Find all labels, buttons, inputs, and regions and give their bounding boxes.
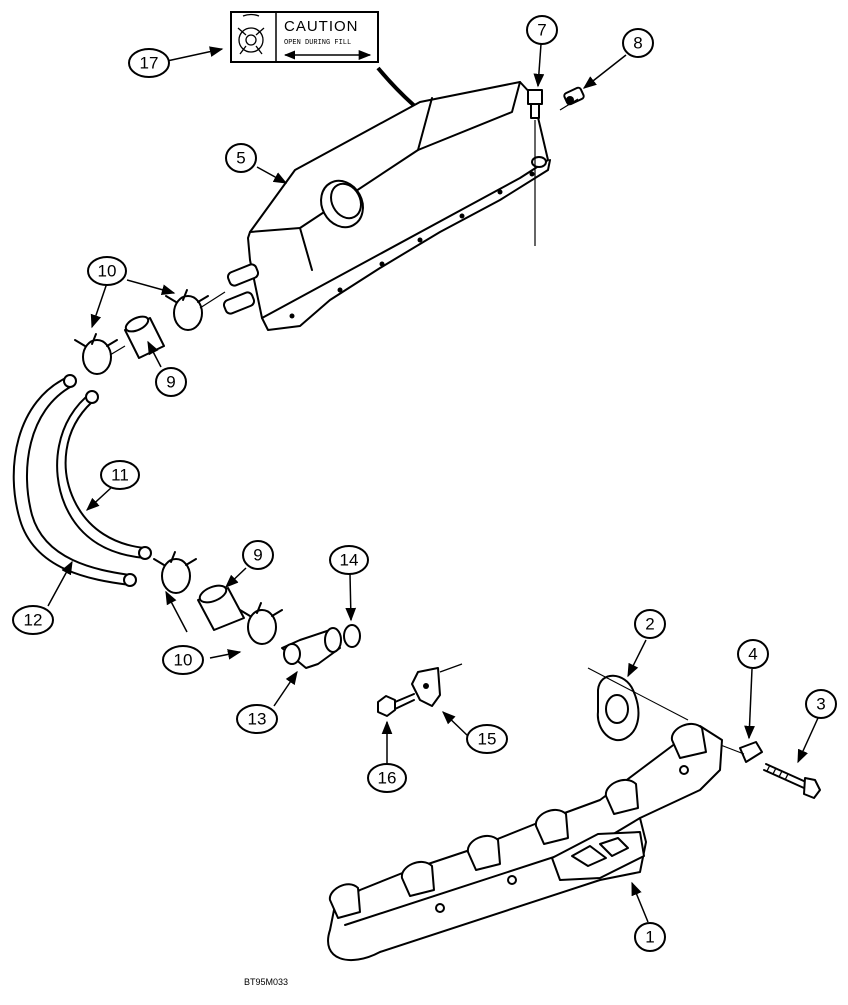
callout-8: 8: [622, 28, 654, 58]
callout-10-upper: 10: [87, 256, 127, 286]
callout-label: 15: [478, 730, 497, 749]
callout-9-upper: 9: [155, 367, 187, 397]
callout-label: 11: [111, 466, 129, 485]
callout-16: 16: [367, 763, 407, 793]
callout-label: 9: [166, 373, 175, 392]
radiator-cap-icon: [237, 13, 265, 55]
exhaust-manifold: [327, 722, 723, 961]
upper-clamps: [74, 289, 226, 375]
callout-14: 14: [329, 545, 369, 575]
callout-label: 9: [253, 546, 262, 565]
callout-label: 12: [24, 611, 43, 630]
callout-12: 12: [12, 605, 54, 635]
expansion-tank: [222, 81, 551, 331]
callout-label: 10: [174, 651, 193, 670]
callout-label: 4: [748, 645, 757, 664]
gasket-2: [587, 667, 689, 741]
bolt-3: [717, 743, 821, 799]
coolant-hoses: [12, 374, 152, 587]
leader-lines: [47, 43, 819, 923]
hose-section-lower: [197, 584, 245, 631]
caution-decal: CAUTION OPEN DURING FILL: [230, 11, 379, 63]
bolt-7: [527, 89, 543, 246]
callout-2: 2: [634, 609, 666, 639]
bolt-16: [377, 693, 415, 717]
elbow-13: [281, 627, 342, 669]
hose-section-upper: [124, 315, 165, 359]
clip-4: [739, 741, 763, 763]
callout-label: 2: [645, 615, 654, 634]
callout-label: 10: [98, 262, 117, 281]
callout-label: 17: [140, 54, 159, 73]
callout-10-lower: 10: [162, 645, 204, 675]
callout-11: 11: [100, 460, 140, 490]
caution-subtext: OPEN DURING FILL: [284, 39, 351, 47]
callout-1: 1: [634, 922, 666, 952]
bracket-15: [411, 663, 463, 707]
callout-label: 1: [645, 928, 654, 947]
callout-label: 14: [340, 551, 359, 570]
callout-4: 4: [737, 639, 769, 669]
caution-heading: CAUTION: [284, 18, 359, 35]
callout-9-lower: 9: [242, 540, 274, 570]
fitting-8: [559, 86, 585, 111]
figure-code: BT95M033: [244, 977, 288, 987]
callout-3: 3: [805, 689, 837, 719]
callout-15: 15: [466, 724, 508, 754]
callout-13: 13: [236, 704, 278, 734]
callout-label: 16: [378, 769, 397, 788]
o-ring-14: [343, 624, 361, 648]
callout-label: 5: [236, 149, 245, 168]
callout-5: 5: [225, 143, 257, 173]
callout-label: 8: [633, 34, 642, 53]
callout-label: 7: [537, 21, 546, 40]
callout-label: 13: [248, 710, 267, 729]
callout-17: 17: [128, 48, 170, 78]
callout-label: 3: [816, 695, 825, 714]
callout-7: 7: [526, 15, 558, 45]
